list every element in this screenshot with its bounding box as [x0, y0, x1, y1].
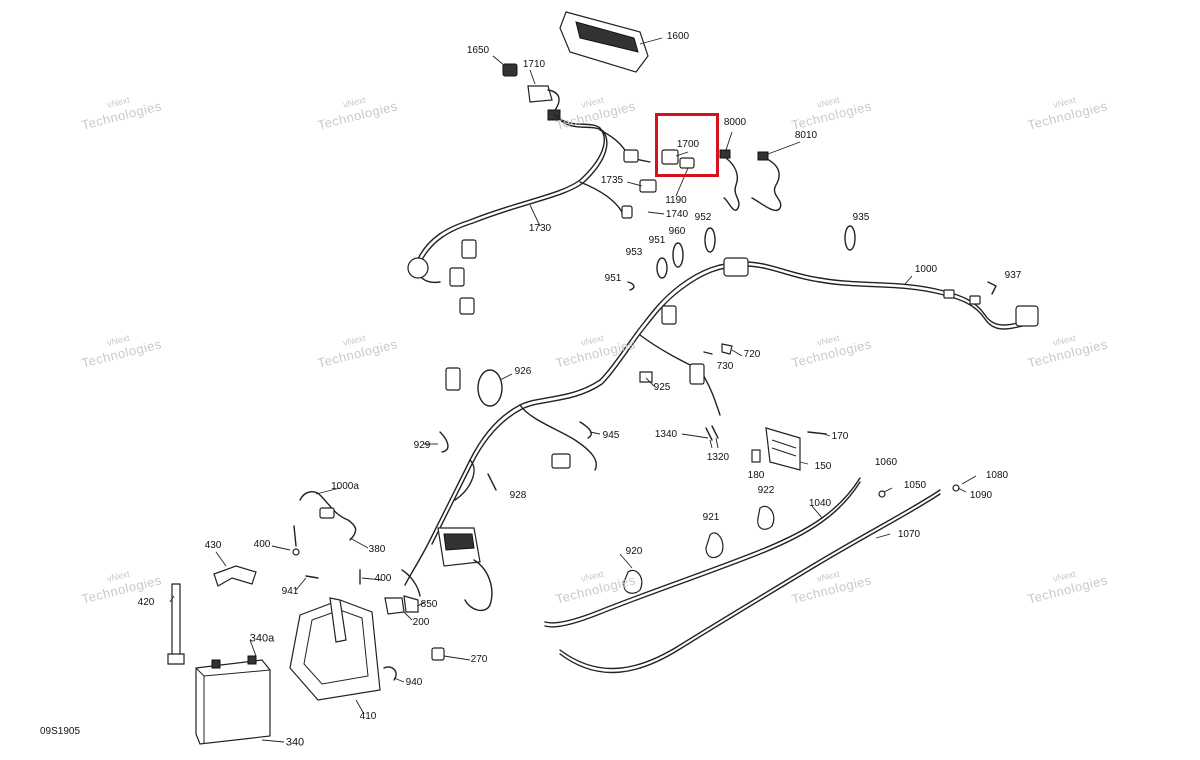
callout-937[interactable]: 937 — [1004, 270, 1022, 281]
callout-1000[interactable]: 1000 — [914, 264, 938, 275]
callout-420[interactable]: 420 — [137, 597, 155, 608]
callout-170[interactable]: 170 — [831, 431, 849, 442]
callout-926[interactable]: 926 — [514, 366, 532, 377]
callout-1700[interactable]: 1700 — [676, 139, 700, 150]
callout-1730[interactable]: 1730 — [528, 223, 552, 234]
callout-960[interactable]: 960 — [668, 226, 686, 237]
callout-952[interactable]: 952 — [694, 212, 712, 223]
callout-180[interactable]: 180 — [747, 470, 765, 481]
battery-340 — [195, 655, 271, 745]
callout-430[interactable]: 430 — [204, 540, 222, 551]
sub-harness-1000a — [299, 491, 357, 541]
bracket-430 — [213, 565, 257, 587]
upper-harness-1730 — [407, 114, 657, 315]
callout-1050[interactable]: 1050 — [903, 480, 927, 491]
callout-1740[interactable]: 1740 — [665, 209, 689, 220]
top-connectors — [502, 63, 561, 121]
relay-1700 — [661, 149, 695, 169]
callout-8010[interactable]: 8010 — [794, 130, 818, 141]
callout-720[interactable]: 720 — [743, 349, 761, 360]
callout-1340[interactable]: 1340 — [654, 429, 678, 440]
callout-400[interactable]: 400 — [253, 539, 271, 550]
callout-928[interactable]: 928 — [509, 490, 527, 501]
coiled-cables — [719, 149, 782, 212]
callout-200[interactable]: 200 — [412, 617, 430, 628]
callout-941[interactable]: 941 — [281, 586, 299, 597]
callout-270[interactable]: 270 — [470, 654, 488, 665]
callout-1060[interactable]: 1060 — [874, 457, 898, 468]
callout-929[interactable]: 929 — [413, 440, 431, 451]
callout-410[interactable]: 410 — [359, 711, 377, 722]
cable-clips — [439, 225, 856, 491]
callout-953[interactable]: 953 — [625, 247, 643, 258]
battery-tray-410 — [289, 597, 381, 701]
callout-150[interactable]: 150 — [814, 461, 832, 472]
callout-1320[interactable]: 1320 — [706, 452, 730, 463]
misc-fasteners — [292, 281, 997, 681]
callout-922[interactable]: 922 — [757, 485, 775, 496]
callout-340a[interactable]: 340a — [249, 632, 275, 645]
callout-1090[interactable]: 1090 — [969, 490, 993, 501]
callout-1735[interactable]: 1735 — [600, 175, 624, 186]
battery-cables — [544, 477, 960, 674]
terminal-boots — [623, 505, 775, 594]
fuse-box-150 — [751, 427, 827, 471]
callout-340[interactable]: 340 — [285, 736, 305, 749]
callout-1040[interactable]: 1040 — [808, 498, 832, 509]
relay-box — [384, 527, 493, 615]
callout-1070[interactable]: 1070 — [897, 529, 921, 540]
callout-951[interactable]: 951 — [648, 235, 666, 246]
callout-1600[interactable]: 1600 — [666, 31, 690, 42]
callout-921[interactable]: 921 — [702, 512, 720, 523]
highlight-box — [655, 113, 719, 177]
callout-935[interactable]: 935 — [852, 212, 870, 223]
callout-920[interactable]: 920 — [625, 546, 643, 557]
figure-reference: 09S1905 — [40, 726, 81, 737]
callout-1190[interactable]: 1190 — [665, 195, 687, 206]
strap-420 — [167, 583, 185, 665]
callout-400-lower[interactable]: 400 — [374, 573, 392, 584]
leader-lines — [169, 37, 977, 743]
callout-1000a[interactable]: 1000a — [331, 481, 359, 492]
callout-8000[interactable]: 8000 — [723, 117, 747, 128]
callout-1080[interactable]: 1080 — [985, 470, 1009, 481]
callout-1650[interactable]: 1650 — [466, 45, 490, 56]
main-harness-1000 — [404, 257, 1039, 586]
callout-951-lower[interactable]: 951 — [604, 273, 622, 284]
callout-945[interactable]: 945 — [602, 430, 620, 441]
callout-925[interactable]: 925 — [653, 382, 671, 393]
callout-730[interactable]: 730 — [716, 361, 734, 372]
callout-1710[interactable]: 1710 — [522, 59, 546, 70]
callout-940[interactable]: 940 — [405, 677, 423, 688]
instrument-cluster-part — [559, 11, 649, 73]
callout-850[interactable]: 850 — [420, 599, 438, 610]
callout-380[interactable]: 380 — [368, 544, 386, 555]
